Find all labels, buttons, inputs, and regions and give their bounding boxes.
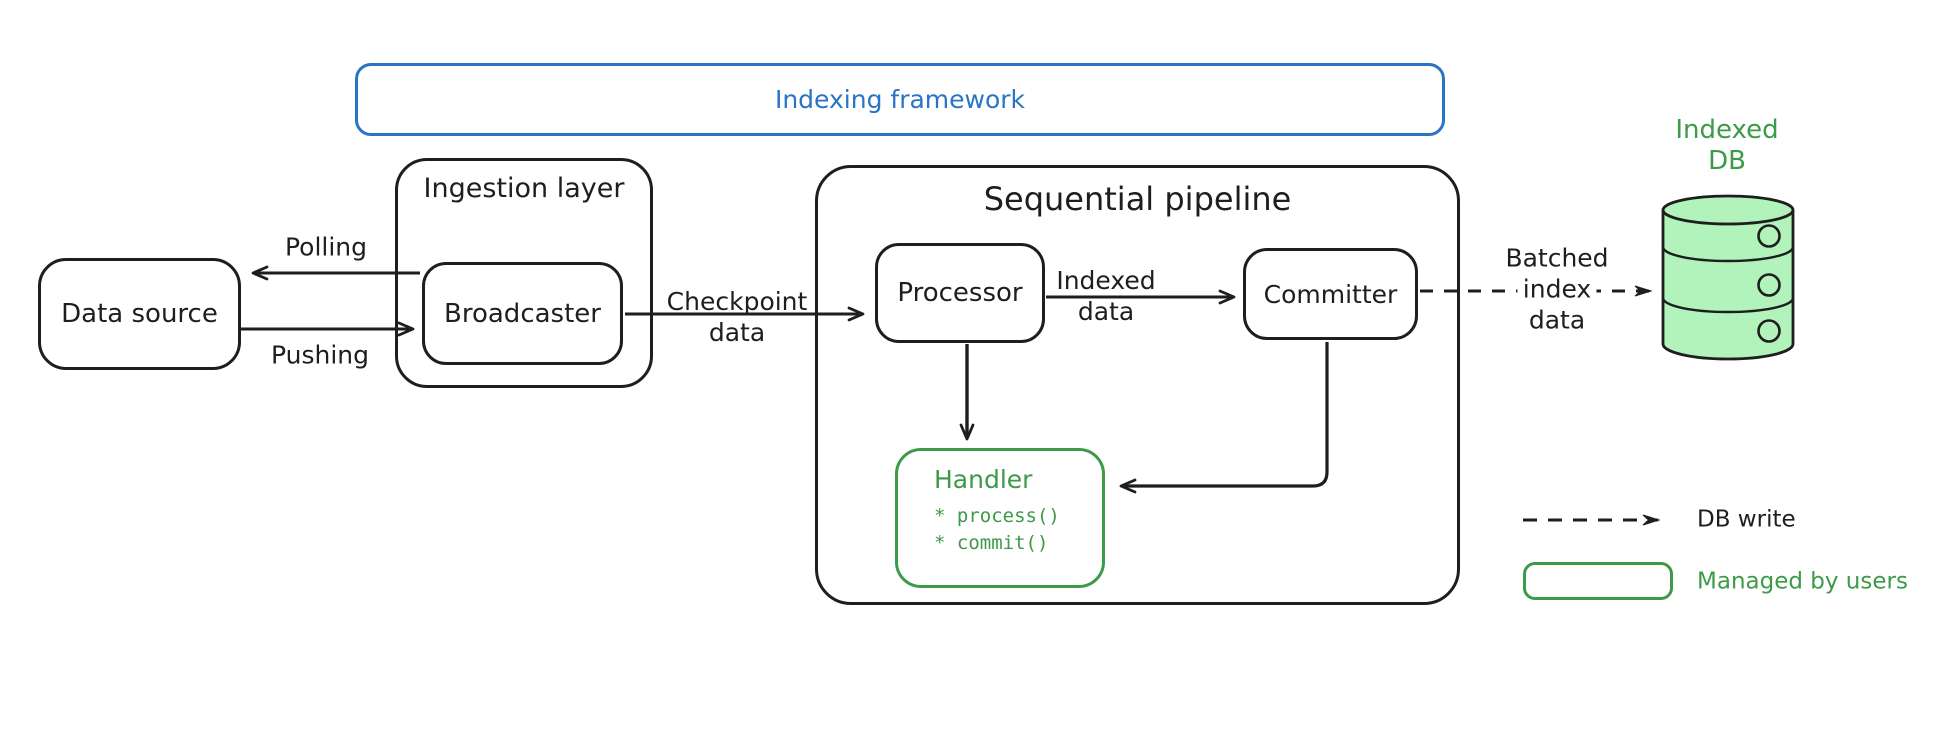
checkpoint-data-label: Checkpoint data bbox=[667, 286, 808, 348]
indexed-line1: Indexed bbox=[1056, 266, 1156, 295]
db-dot-1 bbox=[1757, 224, 1781, 248]
legend-managed-swatch bbox=[1523, 562, 1673, 600]
indexing-framework-label: Indexing framework bbox=[774, 85, 1026, 114]
processor-node: Processor bbox=[875, 243, 1045, 343]
db-dot-3 bbox=[1757, 319, 1781, 343]
ingestion-layer-label: Ingestion layer bbox=[423, 173, 625, 204]
handler-method-commit: * commit() bbox=[934, 532, 1049, 554]
ingestion-layer-group: Ingestion layer bbox=[395, 158, 653, 388]
pushing-label: Pushing bbox=[270, 340, 370, 370]
handler-method-process: * process() bbox=[934, 505, 1060, 527]
batched-line1: Batched bbox=[1505, 243, 1609, 273]
committer-label: Committer bbox=[1263, 279, 1398, 309]
batched-line3: data bbox=[1528, 305, 1586, 335]
sequential-pipeline-label: Sequential pipeline bbox=[983, 180, 1292, 218]
legend-managed-label: Managed by users bbox=[1697, 568, 1908, 595]
committer-to-handler-arrow bbox=[1119, 342, 1329, 494]
broadcaster-node: Broadcaster bbox=[422, 262, 623, 365]
data-source-label: Data source bbox=[61, 299, 218, 329]
sequential-pipeline-group: Sequential pipeline bbox=[815, 165, 1460, 605]
polling-label: Polling bbox=[284, 232, 368, 262]
checkpoint-line2: data bbox=[708, 318, 766, 347]
db-top bbox=[1661, 194, 1795, 226]
processor-label: Processor bbox=[897, 278, 1023, 308]
handler-title: Handler bbox=[934, 465, 1033, 494]
indexed-db-label: Indexed DB bbox=[1675, 115, 1778, 177]
committer-node: Committer bbox=[1243, 248, 1418, 340]
data-source-node: Data source bbox=[38, 258, 241, 370]
indexed-line2: data bbox=[1077, 297, 1135, 326]
db-seam-1 bbox=[1661, 246, 1795, 263]
batched-line2: index bbox=[1517, 274, 1597, 304]
db-dot-2 bbox=[1757, 273, 1781, 297]
db-seam-2 bbox=[1661, 297, 1795, 314]
checkpoint-line1: Checkpoint bbox=[666, 287, 808, 316]
indexing-framework-frame: Indexing framework bbox=[355, 63, 1445, 136]
legend-db-write-label: DB write bbox=[1697, 506, 1796, 533]
indexed-db-line2: DB bbox=[1708, 146, 1746, 176]
db-body bbox=[1661, 210, 1795, 361]
indexed-db-line1: Indexed bbox=[1675, 115, 1779, 145]
handler-node: Handler * process() * commit() bbox=[895, 448, 1105, 588]
indexed-data-label: Indexed data bbox=[1056, 265, 1155, 327]
broadcaster-label: Broadcaster bbox=[444, 298, 601, 329]
batched-index-data-label: Batched index data bbox=[1505, 243, 1608, 336]
indexed-db-cylinder bbox=[1661, 194, 1795, 361]
